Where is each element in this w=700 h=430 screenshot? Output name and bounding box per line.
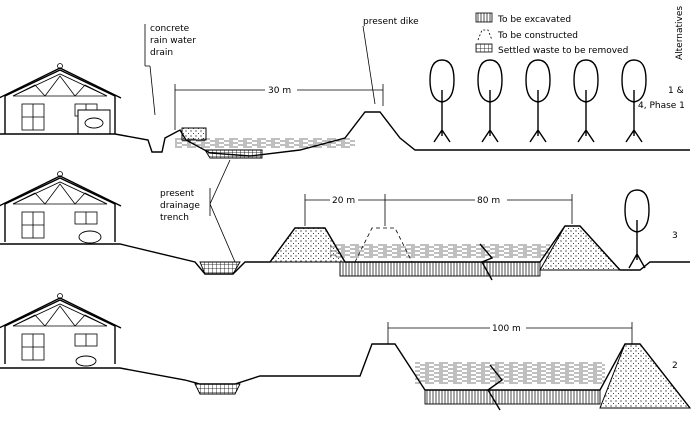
water-area [415,362,605,384]
drain-label: drain [150,48,173,58]
legend-waste-label: Settled waste to be removed [498,46,628,56]
legend: To be excavated To be constructed Settle… [475,12,628,56]
settled-waste [204,149,263,159]
legend-construct-label: To be constructed [497,31,578,41]
alt-3-label: 3 [672,231,678,241]
legend-waste-swatch [475,43,493,53]
alternatives-label: Alternatives [675,6,685,60]
break-mark [479,243,494,281]
trench-label-1: present [160,189,195,199]
present-dike-label: present dike [363,17,419,27]
mangrove-trees [429,59,647,143]
dim-100-label: 100 m [492,324,521,334]
settled-waste [194,383,241,395]
row-3-section: 100 m 2 [0,292,692,411]
dim-20-label: 20 m [332,196,355,206]
excavation-area [424,389,601,405]
legend-excavate-swatch [475,12,493,23]
dim-80-label: 80 m [477,196,500,206]
legend-construct-swatch [477,29,493,41]
trench-label-3: trench [160,213,189,223]
mangrove-tree [624,189,650,269]
trench-label-2: drainage [160,201,200,211]
alt-1b-label: 4, Phase 1 [638,101,685,111]
row-1-section: 30 m concrete rain water drain present d… [0,17,690,159]
excavation-area [339,261,541,277]
alt-1-label: 1 & [668,86,684,96]
break-mark [487,364,504,411]
water-area [175,138,355,148]
dike-to-construct [539,225,622,271]
settled-waste [199,261,241,275]
water-area [330,244,550,258]
dim-30-label: 30 m [268,86,291,96]
pig-icon [84,117,104,129]
dike-to-construct [599,343,692,409]
pig-icon [78,230,102,244]
rain-water-label: rain water [150,36,196,46]
concrete-label: concrete [150,24,190,34]
legend-excavate-label: To be excavated [497,15,571,25]
row-2-section: 20 m 80 m present drainage trench 3 [0,159,690,281]
pig-icon [75,355,97,367]
alt-2-label: 2 [672,361,678,371]
trench-pointer [209,159,236,263]
